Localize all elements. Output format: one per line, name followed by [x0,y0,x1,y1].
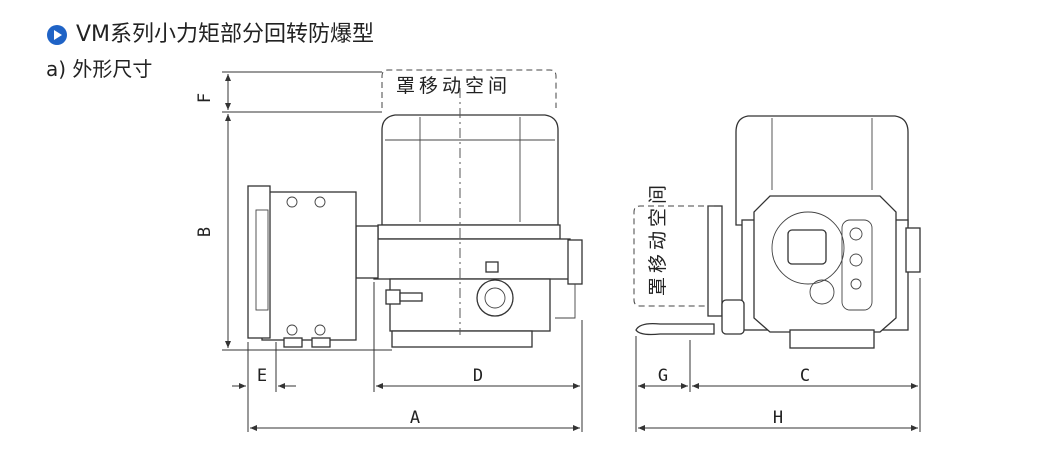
dim-label-G: G [658,366,668,386]
page-heading: VM系列小力矩部分回转防爆型 [46,24,374,46]
dim-label-A: A [410,408,420,428]
side-view-drawing: 罩移动空间 F B E D A [195,69,583,432]
front-view-drawing: 罩移动空间 G C H [633,115,921,432]
dim-label-E: E [257,366,267,386]
heading-title: VM系列小力矩部分回转防爆型 [76,22,375,47]
dim-label-F: F [195,93,215,103]
front-cover-clearance-label: 罩移动空间 [647,181,669,296]
section-subheading: a) 外形尺寸 [46,57,153,81]
dim-label-D: D [473,366,483,386]
play-circle-icon [47,25,67,45]
dim-label-H: H [773,408,783,428]
dim-label-B: B [195,227,215,237]
side-cover-clearance-label: 罩移动空间 [396,75,511,97]
dim-label-C: C [800,366,810,386]
